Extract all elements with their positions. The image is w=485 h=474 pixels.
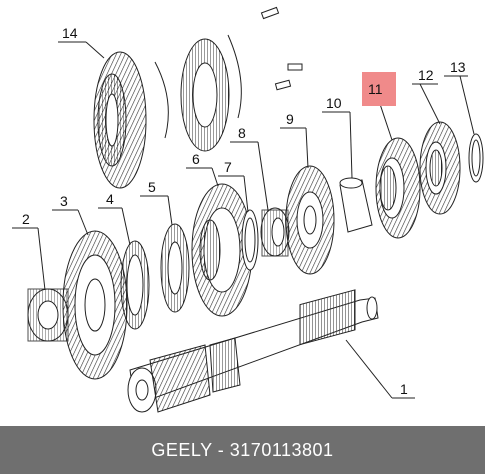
snap-ring-7: [241, 209, 259, 271]
callout-12: 12: [418, 67, 434, 83]
spacer-sleeve-10: [339, 177, 373, 233]
leader-lines: [12, 41, 475, 399]
callout-13: 13: [450, 59, 466, 75]
callout-10: 10: [326, 95, 342, 111]
callout-9: 9: [286, 111, 294, 127]
synchro-assembly-14: [93, 6, 303, 189]
callout-3: 3: [60, 193, 68, 209]
callout-8: 8: [238, 125, 246, 141]
callout-11: 11: [368, 81, 383, 97]
gear-6: [191, 183, 253, 317]
exploded-parts-diagram: 1 2 3 4 5 6 7 8 9 10 11 12 13 14: [12, 6, 484, 413]
callout-14: 14: [62, 25, 78, 41]
callout-4: 4: [106, 191, 114, 207]
snap-ring-13: [468, 133, 484, 183]
callout-5: 5: [148, 179, 156, 195]
callout-6: 6: [192, 151, 200, 167]
needle-bearing-8: [260, 207, 290, 257]
gear-11: [375, 137, 421, 239]
gear-3: [62, 230, 128, 380]
caption-bar: GEELY - 3170113801: [0, 426, 485, 474]
gear-12: [419, 121, 461, 215]
callout-7: 7: [224, 159, 232, 175]
callout-2: 2: [22, 211, 30, 227]
gear-9: [285, 165, 335, 275]
synchro-ring-4: [120, 240, 150, 330]
highlight-box: [362, 72, 396, 106]
callout-1: 1: [400, 381, 408, 397]
needle-bearing-2: [27, 288, 69, 342]
input-shaft: [127, 289, 379, 413]
part-number-caption: GEELY - 3170113801: [151, 439, 334, 460]
synchro-hub-5: [160, 223, 190, 313]
